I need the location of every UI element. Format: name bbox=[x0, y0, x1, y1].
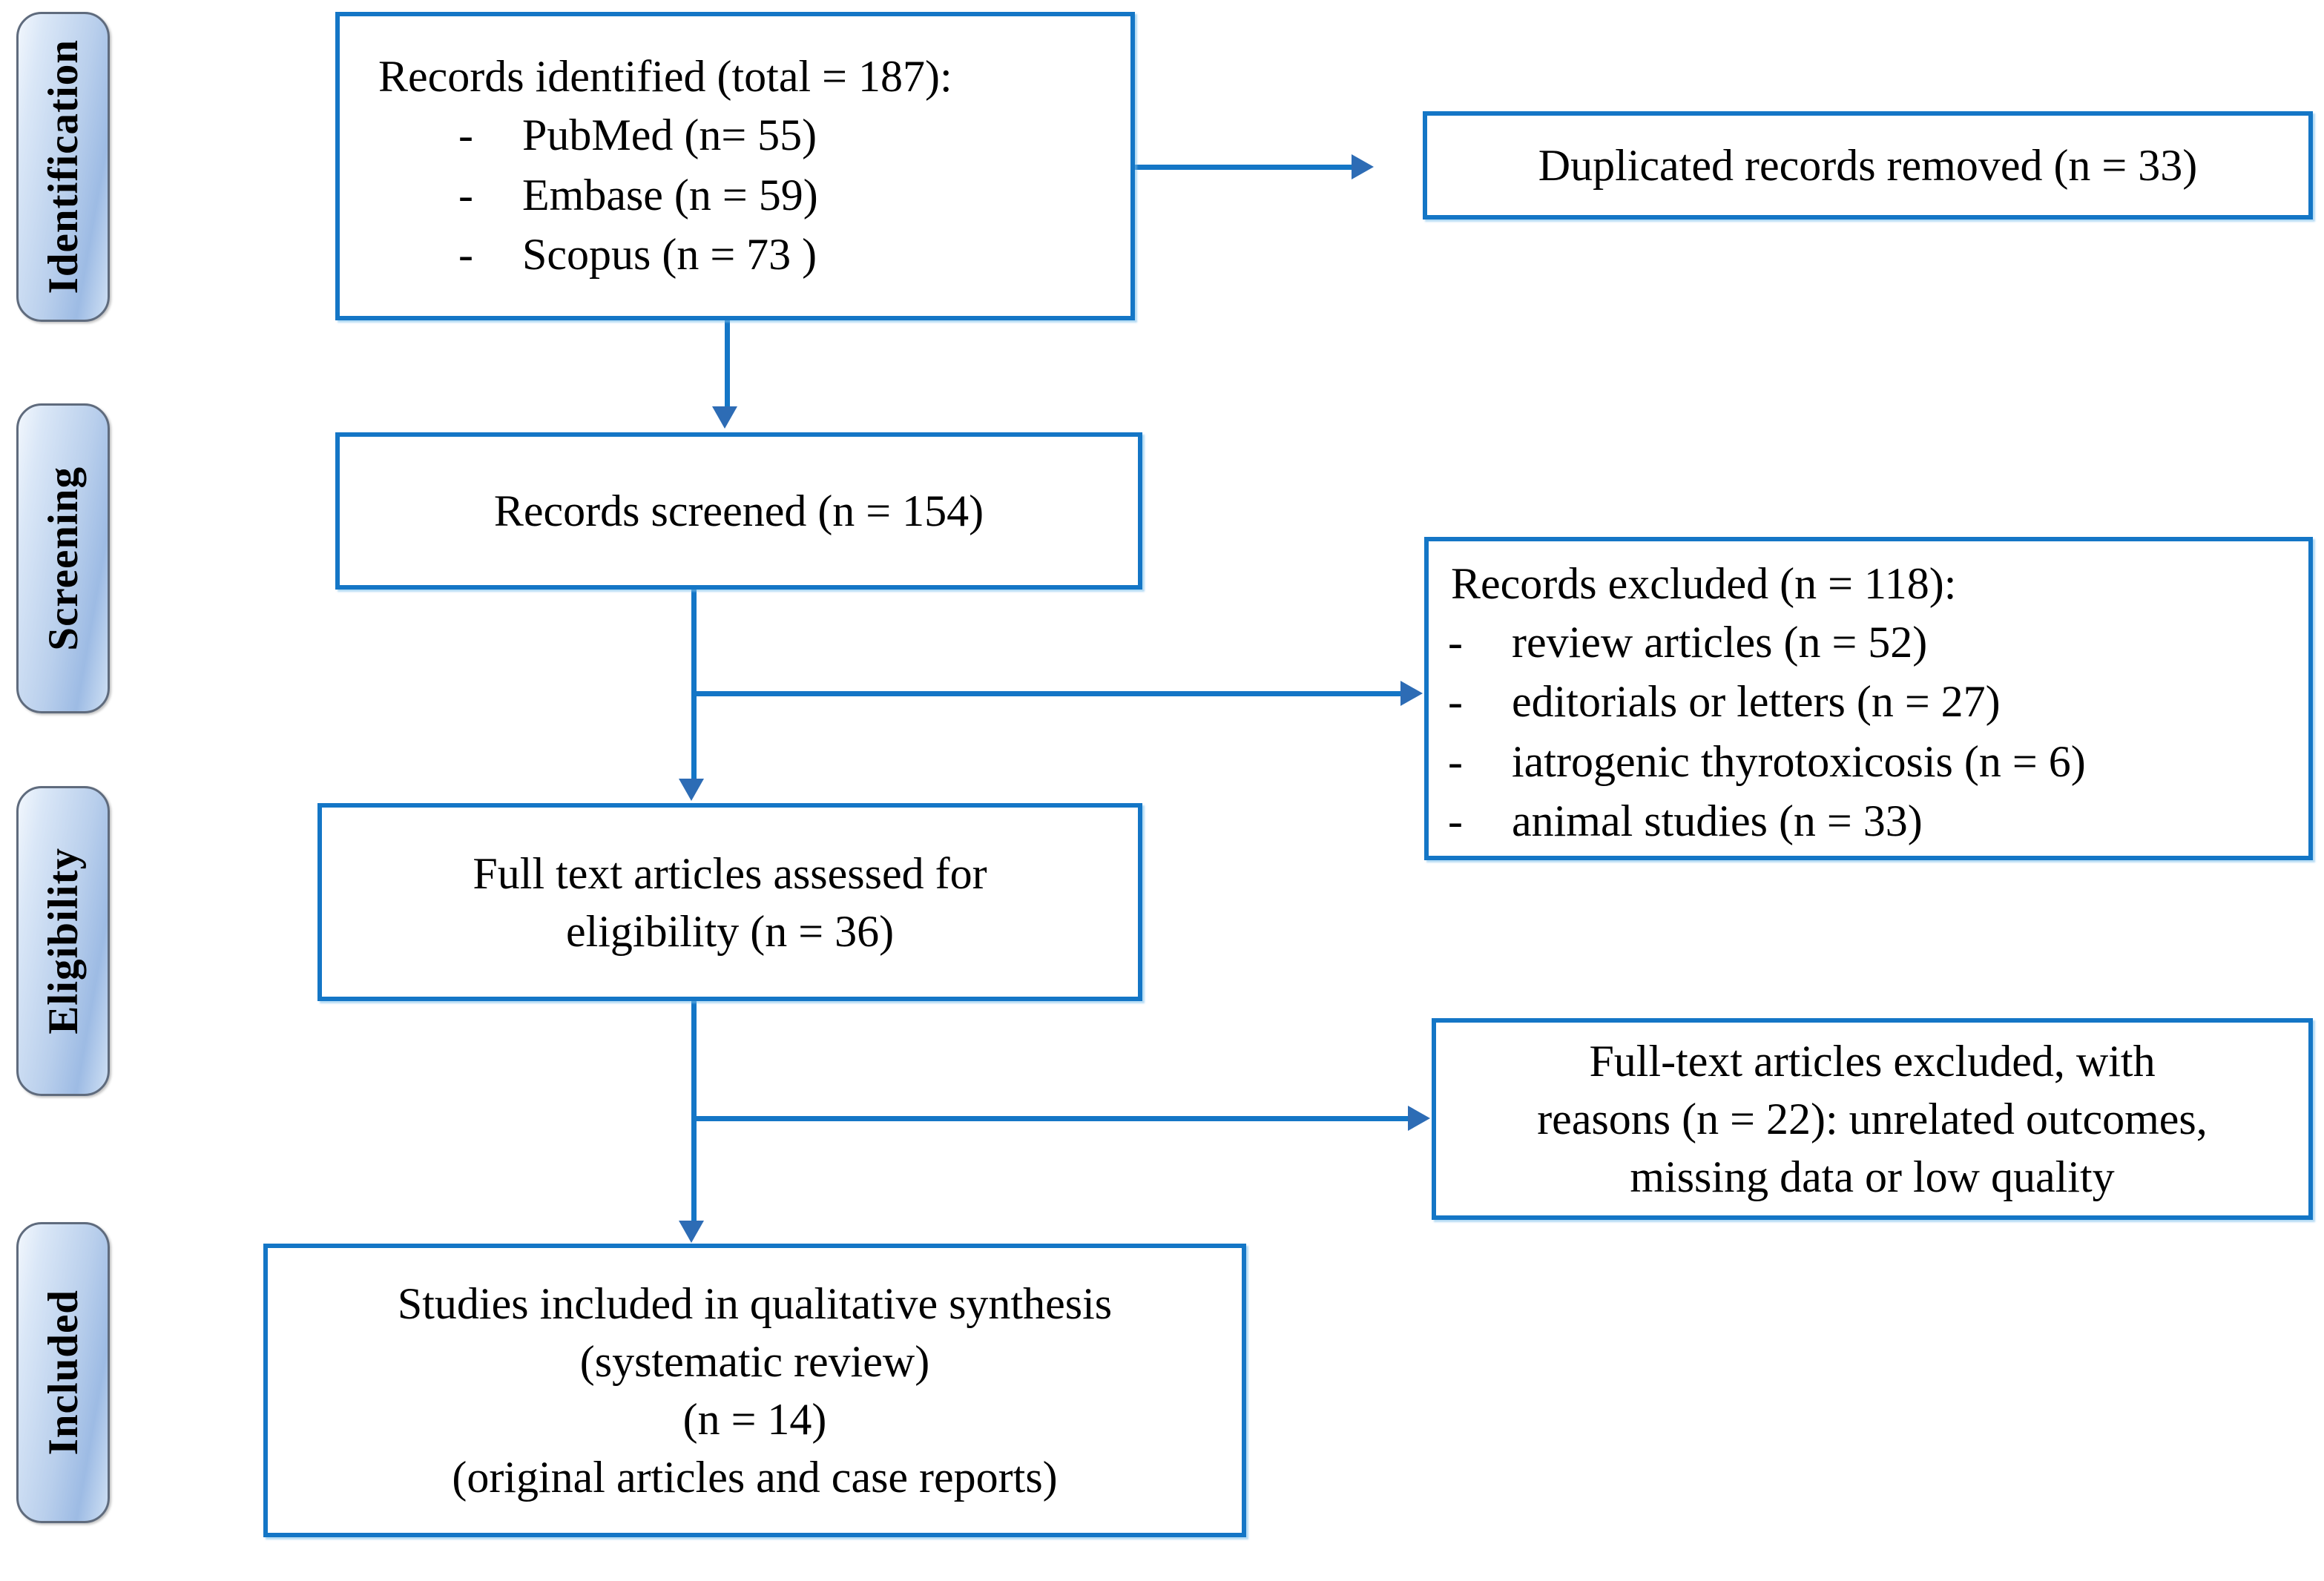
box-studies-included: Studies included in qualitative synthesi… bbox=[263, 1244, 1246, 1537]
box-duplicates-removed: Duplicated records removed (n = 33) bbox=[1423, 111, 2313, 220]
bullet-text: iatrogenic thyrotoxicosis (n = 6) bbox=[1512, 736, 2086, 786]
connector-screened-to-excluded bbox=[691, 691, 1403, 696]
bullet-text: animal studies (n = 33) bbox=[1512, 796, 1923, 846]
stage-label-included-text: Included bbox=[39, 1290, 87, 1456]
box-fulltext-excluded: Full-text articles excluded, with reason… bbox=[1432, 1018, 2313, 1220]
fulltext-assessed-line-1: Full text articles assessed for bbox=[473, 848, 987, 898]
connector-identified-to-duplicates bbox=[1130, 165, 1353, 170]
stage-label-screening: Screening bbox=[16, 403, 110, 713]
duplicates-removed-text: Duplicated records removed (n = 33) bbox=[1538, 141, 2198, 190]
stage-label-included: Included bbox=[16, 1222, 110, 1523]
bullet-text: review articles (n = 52) bbox=[1512, 618, 1928, 667]
studies-included-line-2: (systematic review) bbox=[579, 1337, 930, 1386]
records-excluded-heading: Records excluded (n = 118): bbox=[1451, 559, 1957, 608]
records-identified-heading: Records identified (total = 187): bbox=[378, 52, 952, 102]
bullet-text: editorials or letters (n = 27) bbox=[1512, 677, 2001, 727]
arrowhead-identified-to-duplicates bbox=[1352, 154, 1374, 179]
fulltext-excluded-line-3: missing data or low quality bbox=[1630, 1152, 2115, 1201]
arrowhead-fulltext-to-included bbox=[679, 1221, 704, 1243]
bullet-dash-icon: - bbox=[1448, 796, 1463, 846]
fulltext-excluded-line-2: reasons (n = 22): unrelated outcomes, bbox=[1537, 1095, 2208, 1143]
bullet-text: PubMed (n= 55) bbox=[522, 110, 817, 160]
studies-included-line-3: (n = 14) bbox=[682, 1395, 827, 1444]
stage-label-eligibility: Eligibility bbox=[16, 786, 110, 1096]
stage-label-identification-text: Identification bbox=[39, 39, 87, 294]
records-identified-bullet: - Embase (n = 59) bbox=[340, 165, 1130, 225]
stage-label-identification: Identification bbox=[16, 12, 110, 322]
records-excluded-bullet: - animal studies (n = 33) bbox=[1429, 791, 2308, 851]
bullet-text: Scopus (n = 73 ) bbox=[522, 230, 817, 280]
stage-label-screening-text: Screening bbox=[39, 466, 87, 651]
box-records-excluded: Records excluded (n = 118): - review art… bbox=[1424, 537, 2313, 860]
bullet-text: Embase (n = 59) bbox=[522, 170, 818, 220]
fulltext-assessed-line-2: eligibility (n = 36) bbox=[565, 906, 895, 956]
records-excluded-bullet: - review articles (n = 52) bbox=[1429, 613, 2308, 672]
records-excluded-bullet: - iatrogenic thyrotoxicosis (n = 6) bbox=[1429, 732, 2308, 791]
records-excluded-bullet: - editorials or letters (n = 27) bbox=[1429, 672, 2308, 731]
bullet-dash-icon: - bbox=[458, 230, 473, 280]
connector-fulltext-to-included bbox=[691, 1001, 697, 1224]
arrowhead-screened-to-fulltext bbox=[679, 779, 704, 801]
arrowhead-fulltext-to-fulltext-excluded bbox=[1408, 1106, 1430, 1131]
records-identified-bullet: - Scopus (n = 73 ) bbox=[340, 225, 1130, 284]
bullet-dash-icon: - bbox=[458, 110, 473, 160]
arrowhead-screened-to-excluded bbox=[1400, 681, 1423, 706]
connector-fulltext-to-fulltext-excluded bbox=[691, 1116, 1411, 1121]
fulltext-excluded-line-1: Full-text articles excluded, with bbox=[1589, 1037, 2156, 1086]
arrowhead-identified-to-screened bbox=[712, 406, 737, 429]
bullet-dash-icon: - bbox=[1448, 618, 1463, 667]
bullet-dash-icon: - bbox=[1448, 736, 1463, 786]
box-fulltext-assessed: Full text articles assessed for eligibil… bbox=[317, 803, 1142, 1001]
records-identified-bullet: - PubMed (n= 55) bbox=[340, 105, 1130, 165]
bullet-dash-icon: - bbox=[1448, 677, 1463, 727]
connector-screened-to-fulltext bbox=[691, 590, 697, 781]
studies-included-line-4: (original articles and case reports) bbox=[452, 1453, 1058, 1502]
box-records-screened: Records screened (n = 154) bbox=[335, 432, 1142, 590]
connector-identified-to-screened bbox=[725, 320, 730, 408]
bullet-dash-icon: - bbox=[458, 170, 473, 220]
studies-included-line-1: Studies included in qualitative synthesi… bbox=[397, 1279, 1113, 1328]
records-screened-text: Records screened (n = 154) bbox=[493, 486, 984, 535]
stage-label-eligibility-text: Eligibility bbox=[39, 848, 87, 1034]
box-records-identified: Records identified (total = 187): - PubM… bbox=[335, 12, 1135, 320]
